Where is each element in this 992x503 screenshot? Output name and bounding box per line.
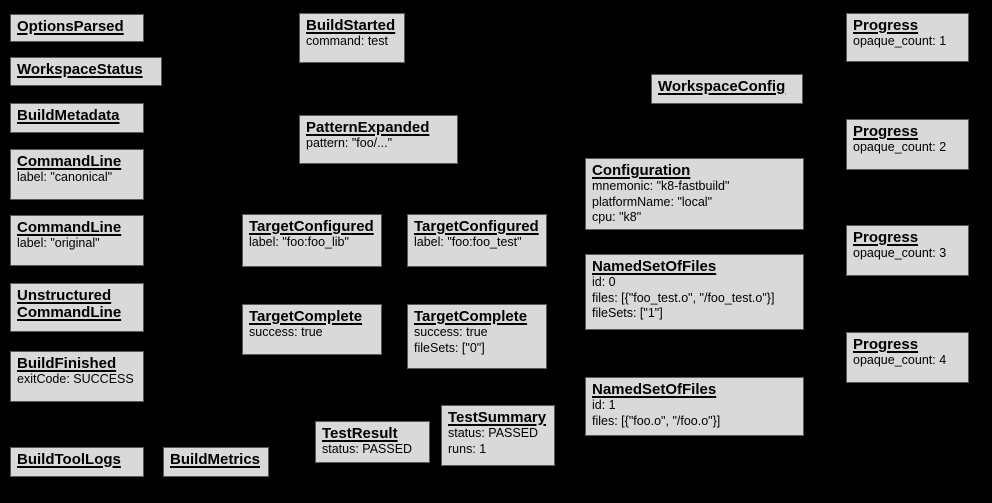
event-property: label: "foo:foo_test" xyxy=(414,235,522,249)
event-title: OptionsParsed xyxy=(17,18,124,35)
event-property: fileSets: ["1"] xyxy=(592,306,663,320)
event-property: label: "original" xyxy=(17,236,100,250)
event-property: opaque_count: 3 xyxy=(853,246,947,260)
event-title: BuildMetrics xyxy=(170,451,261,468)
event-property: opaque_count: 4 xyxy=(853,353,947,367)
event-property: platformName: "local" xyxy=(592,194,713,209)
event-title: Progress xyxy=(853,229,919,246)
event-box-unstructured-commandline: Unstructured CommandLine xyxy=(10,283,144,332)
event-box-buildmetadata: BuildMetadata xyxy=(10,103,144,133)
event-title: BuildToolLogs xyxy=(17,451,121,468)
event-property: label: "canonical" xyxy=(17,170,113,184)
event-title: CommandLine xyxy=(17,219,122,236)
event-box-optionsparsed: OptionsParsed xyxy=(10,14,144,42)
event-property: id: 1 xyxy=(592,398,616,412)
event-title: TestSummary xyxy=(448,409,547,426)
event-property: pattern: "foo/..." xyxy=(306,136,393,150)
event-title: Progress xyxy=(853,336,919,353)
event-property: status: PASSED xyxy=(448,426,539,440)
event-property: success: true xyxy=(414,325,488,339)
event-title: TargetConfigured xyxy=(249,218,374,235)
event-property: status: PASSED xyxy=(322,442,413,456)
event-title: WorkspaceStatus xyxy=(17,61,143,78)
event-title: BuildStarted xyxy=(306,17,396,34)
event-box-workspaceconfig: WorkspaceConfig xyxy=(651,74,803,104)
event-title: Progress xyxy=(853,17,919,34)
event-property: fileSets: ["0"] xyxy=(414,340,485,355)
event-title: BuildMetadata xyxy=(17,107,120,124)
event-property: label: "foo:foo_lib" xyxy=(249,235,349,249)
event-box-workspacestatus: WorkspaceStatus xyxy=(10,57,162,86)
event-property: opaque_count: 1 xyxy=(853,34,947,48)
event-title: TargetComplete xyxy=(249,308,363,325)
event-property: mnemonic: "k8-fastbuild" xyxy=(592,179,730,193)
event-title: TestResult xyxy=(322,425,398,442)
event-property: command: test xyxy=(306,34,388,48)
event-property: opaque_count: 2 xyxy=(853,140,947,154)
event-title: NamedSetOfFiles xyxy=(592,258,717,275)
event-property: files: [{"foo_test.o", "/foo_test.o"}] xyxy=(592,290,775,305)
event-property: cpu: "k8" xyxy=(592,210,642,224)
event-title: PatternExpanded xyxy=(306,119,430,136)
event-title: Unstructured CommandLine xyxy=(17,287,122,321)
event-title: NamedSetOfFiles xyxy=(592,381,717,398)
event-title: CommandLine xyxy=(17,153,122,170)
event-property: exitCode: SUCCESS xyxy=(17,372,134,386)
event-property: runs: 1 xyxy=(448,441,487,456)
event-title: Progress xyxy=(853,123,919,140)
event-title: TargetComplete xyxy=(414,308,528,325)
event-box-buildmetrics: BuildMetrics xyxy=(163,447,269,477)
event-property: files: [{"foo.o", "/foo.o"}] xyxy=(592,413,721,428)
event-title: TargetConfigured xyxy=(414,218,539,235)
event-box-buildtoollogs: BuildToolLogs xyxy=(10,447,144,477)
event-title: Configuration xyxy=(592,162,691,179)
event-property: success: true xyxy=(249,325,323,339)
event-title: WorkspaceConfig xyxy=(658,78,786,95)
event-title: BuildFinished xyxy=(17,355,117,372)
event-property: id: 0 xyxy=(592,275,616,289)
